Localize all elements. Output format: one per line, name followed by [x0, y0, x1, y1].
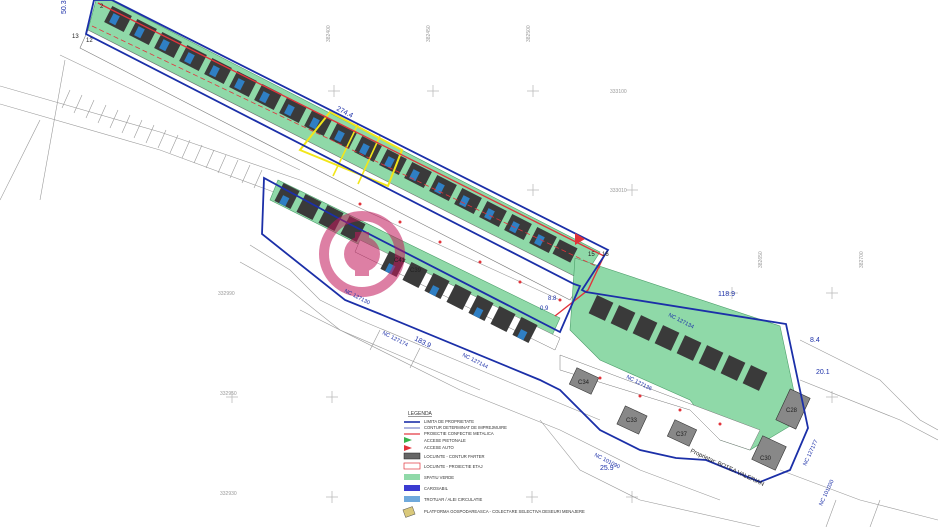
legend-item: PLATFORMA GOSPODAREASCA - COLECTARE SELE… — [424, 509, 585, 514]
legend-item: SPATIU VERDE — [424, 475, 454, 480]
legend-title: LEGENDA — [408, 411, 433, 417]
label-c28: C28 — [786, 408, 798, 414]
coord-x-label: 382450 — [426, 25, 432, 42]
legend-item: CONTUR DETERMINAT DE IMPREJMUIRE — [424, 425, 507, 430]
plot-nc6: NC 101030 — [818, 479, 835, 507]
grid-cross-icon — [328, 85, 340, 97]
red-fence-line-inner — [91, 25, 601, 269]
coord-x-label: 382700 — [859, 251, 865, 268]
num-2: 2 — [100, 4, 104, 10]
number-labels: 2 12 13 15 16 — [72, 4, 609, 258]
num-16: 16 — [602, 252, 609, 258]
coord-y-label: 332990 — [218, 291, 235, 297]
building-labels: C41 C39 C34 C33 C37 C28 C30 — [394, 258, 798, 462]
house-row-east — [588, 295, 768, 391]
grid-cross-icon — [526, 491, 538, 503]
building-c37 — [666, 419, 698, 447]
grid-cross-icon — [826, 287, 838, 299]
grid-cross-icon — [326, 491, 338, 503]
legend-item: TROTUAR / ALEI CIRCULATIE — [424, 497, 483, 502]
legend-item: ACCESE AUTO — [424, 445, 454, 450]
coord-x-label: 382400 — [326, 25, 332, 42]
owner-label: Proprietar: BOTEA VALERIAN — [689, 448, 765, 487]
blue-glazing-south — [279, 195, 528, 341]
dim-small-e: 0.9 — [540, 306, 549, 312]
label-c33: C33 — [626, 418, 638, 424]
coord-y-label: 333100 — [610, 89, 627, 95]
label-c37: C37 — [676, 432, 688, 438]
num-12: 12 — [86, 38, 93, 44]
grid-cross-icon — [626, 491, 638, 503]
legend-item: PROIECTIE CONFECTIE METALICA — [424, 431, 494, 436]
dim-small-a: 50.3 — [61, 0, 68, 14]
dim-small-d: 25.9 — [600, 465, 614, 472]
num-13: 13 — [72, 34, 79, 40]
red-fence-line — [97, 2, 605, 317]
roadway — [79, 29, 583, 301]
dim-east-length: 118.9 — [718, 291, 735, 298]
north-strip — [79, 0, 601, 301]
building-c30 — [751, 435, 787, 471]
coord-y-label: 332930 — [220, 491, 237, 497]
entrance-arrow-icon — [575, 233, 585, 245]
legend: LEGENDA LIMITA DE PROPRIETATE CONTUR DET… — [402, 411, 585, 518]
property-boundary — [84, 0, 809, 483]
building-c34 — [568, 367, 600, 395]
east-block — [559, 257, 811, 471]
coord-y-label: 332950 — [220, 391, 237, 397]
grid-cross-icon — [527, 184, 539, 196]
building-c33 — [616, 405, 648, 435]
num-15: 15 — [588, 252, 595, 258]
legend-item: LOCUINTE - PROIECTIE ETAJ — [424, 464, 483, 469]
grid-cross-icon — [326, 391, 338, 403]
legend-item: ACCESE PIETONALE — [424, 438, 466, 443]
label-c30: C30 — [760, 456, 772, 462]
access-markers — [358, 202, 722, 426]
legend-item: CAROSABIL — [424, 486, 449, 491]
plot-nc8: NC 127177 — [802, 439, 819, 467]
dim-small-b: 8.4 — [810, 337, 820, 344]
coord-x-label: 382500 — [526, 25, 532, 42]
roadway — [559, 354, 761, 451]
grid-cross-icon — [427, 85, 439, 97]
dim-south-length: 183.9 — [413, 336, 432, 350]
dim-small-f: 8.8 — [548, 296, 557, 302]
neighbour-parcels — [0, 54, 938, 527]
label-c34: C34 — [578, 380, 590, 386]
label-c39: C39 — [410, 268, 422, 274]
grid-cross-icon — [527, 85, 539, 97]
label-c41: C41 — [394, 258, 406, 264]
yellow-highlight — [298, 110, 404, 188]
plot-nc7: NC 127174 — [381, 330, 409, 348]
legend-item: LOCUINTE - CONTUR PARTER — [424, 454, 485, 459]
coordinate-labels: 382400 382450 382500 382650 382700 33310… — [218, 25, 865, 497]
dim-small-c: 20.1 — [816, 369, 830, 376]
watermark-logo-icon — [319, 211, 405, 297]
legend-item: LIMITA DE PROPRIETATE — [424, 419, 474, 424]
coord-y-label: 333010 — [610, 188, 627, 194]
coord-x-label: 382650 — [758, 251, 764, 268]
grid-cross-icon — [626, 184, 638, 196]
grid-cross-icon — [226, 391, 238, 403]
grid-cross-icon — [726, 287, 738, 299]
